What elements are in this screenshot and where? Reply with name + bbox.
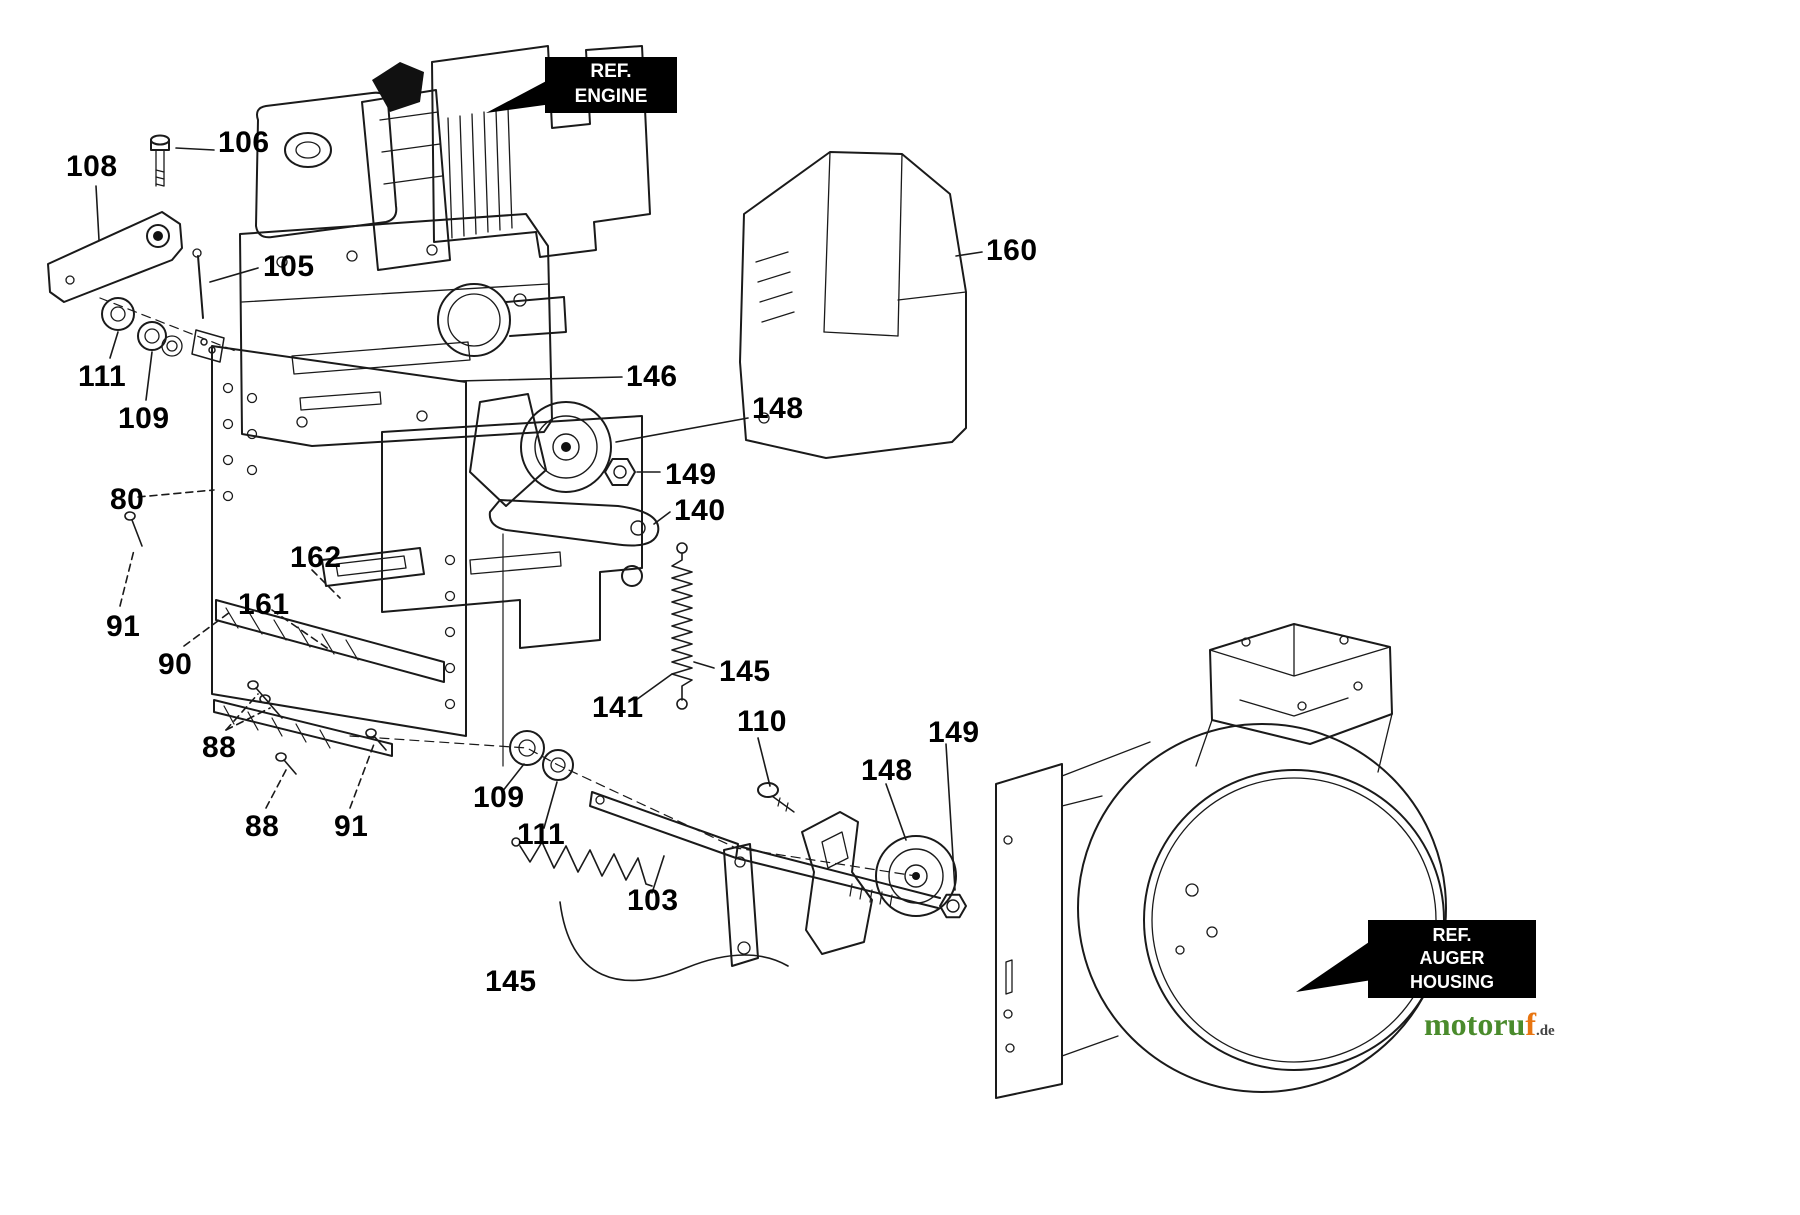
part-label-161-9: 161 [238,588,290,621]
ref-auger-arrow [1296,940,1372,992]
belt-guard-plate [381,415,643,767]
part-label-148-24: 148 [861,754,913,787]
nut-149-lower [939,893,967,919]
assembly-centerlines [99,297,917,877]
part-label-105-2: 105 [263,250,315,283]
part-label-109-20: 109 [473,781,525,814]
control-cable [559,901,789,982]
engine-cover-160 [739,151,967,459]
pulley-148-lower [875,835,957,917]
pin-105 [192,248,204,319]
pivot-bracket-small [191,329,225,363]
motoruf-logo-main: motoru [1424,1006,1526,1042]
leader-lines [95,147,983,894]
part-label-162-8: 162 [290,541,342,574]
ref-engine-box: REF. ENGINE [545,57,677,113]
motoruf-logo-suffix: .de [1535,1023,1555,1039]
motoruf-logo-accent: f [1525,1006,1536,1042]
part-label-109-4: 109 [118,402,170,435]
part-label-110-19: 110 [737,705,787,738]
shoulder-bolt-110 [757,782,795,813]
part-label-80-5: 80 [110,483,145,516]
bolt-106 [150,134,170,187]
part-label-91-12: 91 [334,810,369,843]
part-label-141-18: 141 [592,691,644,724]
frame-side-plate [211,345,467,757]
extension-spring-141 [671,542,693,710]
part-label-88-10: 88 [202,731,237,764]
part-label-149-15: 149 [665,458,717,491]
ref-auger-housing-box: REF. AUGER HOUSING [1368,920,1536,998]
ref-auger-line1: REF. [1432,924,1472,945]
part-label-90-7: 90 [158,648,193,681]
idler-pulley-upper [469,393,612,507]
washer-111-lower [542,749,574,781]
part-label-108-1: 108 [66,150,118,183]
part-label-146-13: 146 [626,360,678,393]
part-label-140-16: 140 [674,494,726,527]
ref-engine-line1: REF. [590,61,632,83]
part-label-111-21: 111 [517,818,566,851]
part-label-103-22: 103 [627,884,679,917]
part-label-160-26: 160 [986,234,1038,267]
part-label-88-11: 88 [245,810,280,843]
part-label-111-3: 111 [78,360,127,393]
nut-149-upper [604,458,636,486]
ref-engine-line2: ENGINE [574,86,648,107]
ref-engine-arrow [486,78,552,113]
bracket-108 [47,211,183,303]
part-label-106-0: 106 [218,126,270,159]
idler-arm-140 [488,499,660,547]
spring-145-lower [511,837,653,887]
pivot-strap [723,843,759,967]
screws-88-91 [124,511,387,775]
part-label-148-14: 148 [752,392,804,425]
part-label-145-23: 145 [485,965,537,998]
auger-housing [995,623,1447,1099]
ref-auger-line3: HOUSING [1409,971,1494,992]
washer-111-upper [101,297,135,331]
spacer-109-lower [509,730,545,766]
engine-assembly [239,45,651,447]
bell-crank-bracket [801,811,873,955]
part-label-145-17: 145 [719,655,771,688]
ref-auger-line2: AUGER [1419,948,1485,969]
spacer-109-upper [137,321,183,357]
part-label-91-6: 91 [106,610,141,643]
part-label-149-25: 149 [928,716,980,749]
motoruf-logo[interactable]: motoruf.de [1424,1006,1555,1043]
